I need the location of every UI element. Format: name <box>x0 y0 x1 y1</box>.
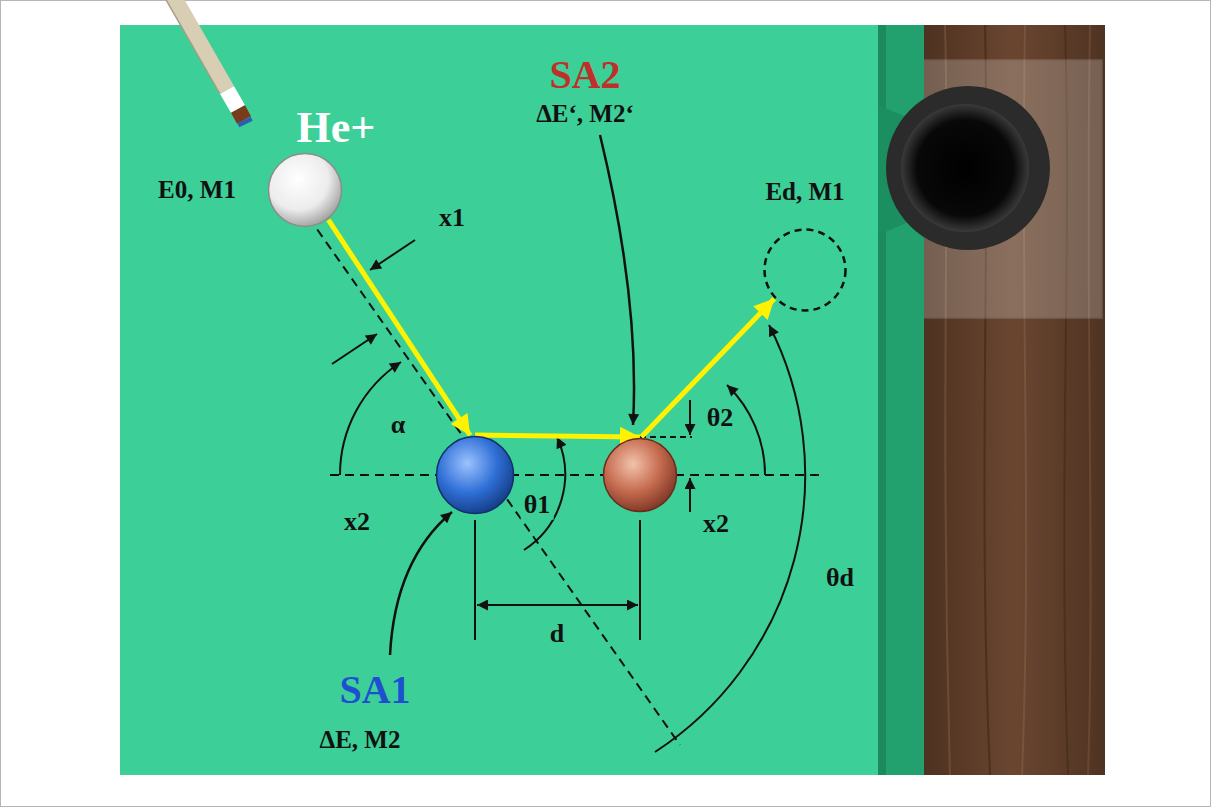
distance-d <box>474 520 476 640</box>
cue-stick <box>227 90 238 109</box>
detected-position: Ed, M1 <box>763 228 847 312</box>
ball-parameters: E0, M1 <box>158 176 236 204</box>
angle-arcs <box>655 325 805 752</box>
trajectory-group <box>475 435 640 437</box>
cue-stick <box>244 120 246 124</box>
dimension-label: x1 <box>436 204 468 233</box>
angle-label: θ2 <box>704 404 737 433</box>
dimension-label: x2 <box>341 508 373 537</box>
cue-stick <box>165 0 220 94</box>
ion-trajectory <box>328 220 470 435</box>
reference-lines <box>640 436 692 438</box>
ball-circle <box>437 437 514 514</box>
table-felt <box>120 25 880 775</box>
ball-name: He+ <box>297 104 376 152</box>
ball-name: SA1 <box>339 668 410 712</box>
ball-parameters: Ed, M1 <box>765 178 844 206</box>
reference-lines <box>300 205 680 745</box>
ball-shape <box>435 435 515 515</box>
dimension-label: d <box>547 620 567 649</box>
reference-lines <box>330 474 822 476</box>
offset-arrows <box>689 400 691 435</box>
trajectory-group <box>328 220 470 435</box>
distance-d <box>639 520 641 640</box>
angle-label: θ1 <box>521 491 554 520</box>
table-felt <box>120 25 880 775</box>
ion-ball: He+E0, M1 <box>267 152 343 228</box>
surface-atom-ball: SA1ΔE, M2 <box>435 435 515 515</box>
reference-lines <box>300 205 822 745</box>
ball-shape <box>602 437 678 513</box>
angle-label: θd <box>823 564 857 593</box>
ball-circle <box>604 439 677 512</box>
cue-stick <box>172 0 227 90</box>
pocket <box>886 86 1050 250</box>
impact-parameter-arrows <box>332 240 415 364</box>
trajectory-group <box>641 299 774 437</box>
distance-d <box>477 604 638 606</box>
cue-stick <box>165 0 246 124</box>
pointer-arrows <box>600 135 634 425</box>
ball-parameters: ΔE, M2 <box>320 726 401 754</box>
angle-arcs <box>340 325 805 752</box>
ion-trajectory <box>475 435 640 437</box>
ion-trajectory <box>641 299 774 437</box>
ball-circle <box>269 154 342 227</box>
offset-arrows <box>689 478 691 512</box>
ball-name: SA2 <box>549 53 620 97</box>
impact-parameter-arrows <box>332 334 377 364</box>
offset-arrows <box>689 400 691 512</box>
ball-shape <box>267 152 343 228</box>
ball-parameters: ΔE‘, M2‘ <box>536 100 634 128</box>
pointer-arrows <box>390 512 452 655</box>
pointer-arrows <box>390 135 634 655</box>
impact-parameter-arrows <box>370 240 415 270</box>
angle-label: α <box>388 411 409 440</box>
pocket <box>901 104 1029 232</box>
ball-circle <box>765 230 846 311</box>
dimension-label: x2 <box>700 510 732 539</box>
surface-atom-ball: SA2ΔE‘, M2‘ <box>602 437 678 513</box>
ball-shape <box>763 228 847 312</box>
pocket <box>886 86 1050 250</box>
cue-stick <box>238 109 244 120</box>
